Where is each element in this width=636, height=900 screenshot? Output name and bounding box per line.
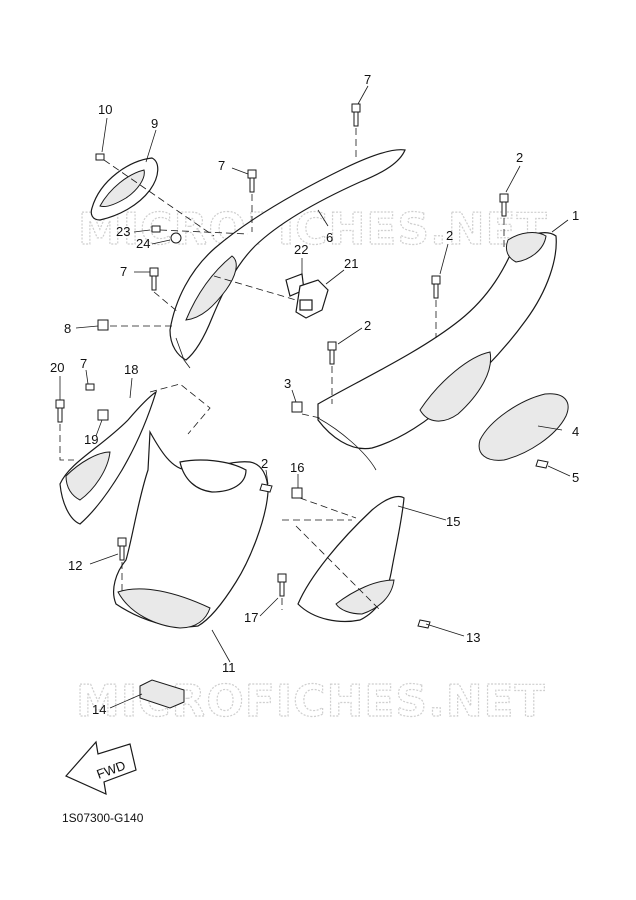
callout-22: 22 <box>294 242 308 257</box>
callout-1: 1 <box>572 208 579 223</box>
callout-24: 24 <box>136 236 150 251</box>
callout-14: 14 <box>92 702 106 717</box>
callout-5: 5 <box>572 470 579 485</box>
callout-11: 11 <box>222 660 236 675</box>
part-6-upper-cover <box>169 149 406 369</box>
fwd-arrow-icon: FWD <box>65 740 137 796</box>
part-11-lower-cover <box>113 429 269 629</box>
callout-9: 9 <box>151 116 158 131</box>
callout-7-top: 7 <box>364 72 371 87</box>
callout-12: 12 <box>68 558 82 573</box>
callout-3: 3 <box>284 376 291 391</box>
part-14-pad <box>139 679 185 709</box>
callout-7-mid: 7 <box>218 158 225 173</box>
callout-15: 15 <box>446 514 460 529</box>
part-21-bracket <box>295 279 329 319</box>
callout-2-d: 2 <box>261 456 268 471</box>
part-15-right-lower-cover <box>297 495 405 623</box>
alignment-lines <box>59 128 505 611</box>
callout-20: 20 <box>50 360 64 375</box>
part-4-oval-cover <box>478 393 569 461</box>
callout-16: 16 <box>290 460 304 475</box>
callout-2-c: 2 <box>364 318 371 333</box>
callout-2-b: 2 <box>446 228 453 243</box>
callout-7-left: 7 <box>120 264 127 279</box>
part-9-grip <box>90 157 159 221</box>
diagram-code: 1S07300-G140 <box>62 811 144 825</box>
callout-17: 17 <box>244 610 258 625</box>
callout-8: 8 <box>64 321 71 336</box>
callout-10: 10 <box>98 102 112 117</box>
callout-2-a: 2 <box>516 150 523 165</box>
callout-21: 21 <box>344 256 358 271</box>
leader-lines <box>59 85 571 709</box>
callout-4: 4 <box>572 424 579 439</box>
callout-6: 6 <box>326 230 333 245</box>
callout-18: 18 <box>124 362 138 377</box>
part-1-side-cover <box>317 232 557 471</box>
callout-23: 23 <box>116 224 130 239</box>
fasteners <box>55 103 549 629</box>
part-18-left-cover <box>59 390 158 525</box>
callout-13: 13 <box>466 630 480 645</box>
callout-7-far-left: 7 <box>80 356 87 371</box>
callout-numbers: 7 10 9 7 6 23 24 7 22 21 8 2 1 2 2 3 4 5… <box>50 72 579 717</box>
callout-19: 19 <box>84 432 98 447</box>
